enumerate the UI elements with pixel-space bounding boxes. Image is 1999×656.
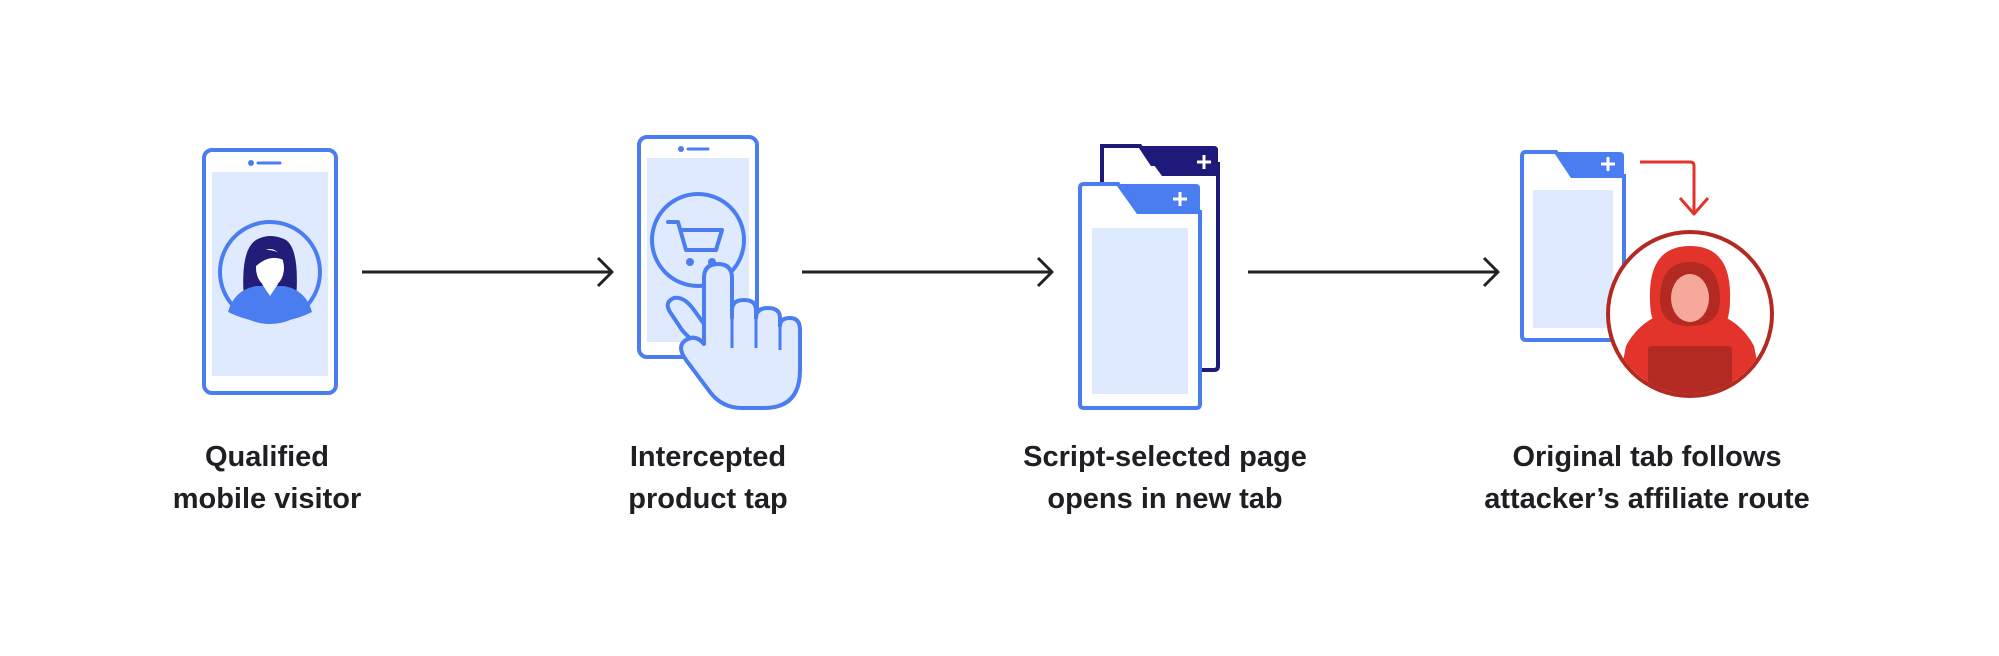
- step-label-1-line-1: Qualified: [204, 441, 330, 473]
- new-tab-icon: [1078, 144, 1220, 410]
- step-label-4-line-2: attacker’s affiliate route: [1484, 483, 1810, 515]
- step-label-2: Intercepted product tap: [498, 436, 918, 520]
- step-label-1-line-2: mobile visitor: [172, 483, 362, 515]
- arrow-1: [362, 256, 614, 288]
- hacker-redirect-icon: [1520, 150, 1774, 398]
- redirect-arrow-icon: [1640, 160, 1710, 216]
- phone-cart-tap-icon: [637, 135, 802, 410]
- step-label-2-line-2: product tap: [628, 483, 788, 515]
- arrow-3: [1248, 256, 1500, 288]
- step-label-3: Script-selected page opens in new tab: [955, 436, 1375, 520]
- arrow-2: [802, 256, 1054, 288]
- step-label-1: Qualified mobile visitor: [57, 436, 477, 520]
- phone-user-icon: [202, 148, 338, 395]
- step-label-4: Original tab follows attacker’s affiliat…: [1437, 436, 1857, 520]
- step-label-3-line-1: Script-selected page: [1023, 441, 1307, 473]
- tap-hand-icon: [665, 262, 802, 410]
- hacker-icon: [1606, 230, 1774, 398]
- front-tab: [1078, 182, 1202, 410]
- step-label-3-line-2: opens in new tab: [1047, 483, 1283, 515]
- step-label-4-line-1: Original tab follows: [1512, 441, 1782, 473]
- step-label-2-line-1: Intercepted: [629, 441, 787, 473]
